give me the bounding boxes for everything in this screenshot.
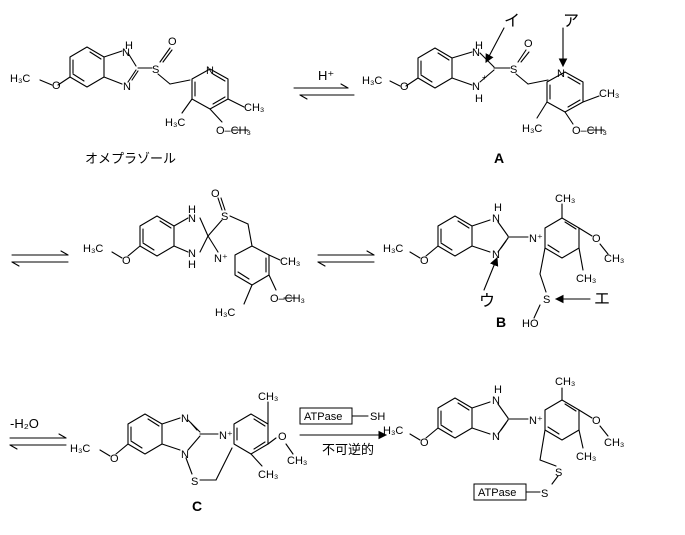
methyl-label: CH₃	[576, 273, 596, 285]
plus-charge: +	[482, 73, 487, 82]
methoxy-label: O–CH₃	[216, 125, 251, 137]
methyl-label: H₃C	[70, 443, 90, 455]
compound-c-structure	[99, 401, 277, 481]
atom-H: H	[475, 93, 483, 105]
methyl-label: CH₃	[555, 193, 575, 205]
atom-H: H	[494, 202, 502, 214]
atom-H: H	[494, 384, 502, 396]
atom-H: H	[475, 40, 483, 52]
atpase-box	[473, 483, 527, 501]
methyl-label: CH₃	[555, 376, 575, 388]
atom-N: N	[472, 81, 480, 93]
methoxy-label: O–CH₃	[572, 125, 607, 137]
atom-O: O	[592, 233, 601, 245]
atom-O: O	[278, 431, 287, 443]
omeprazole-name: オメプラゾール	[85, 152, 176, 167]
atom-S: S	[543, 294, 550, 306]
irreversible-label: 不可逆的	[322, 442, 374, 458]
methyl-label: H₃C	[362, 75, 382, 87]
atom-N: N	[557, 68, 565, 80]
atom-O: O	[122, 255, 131, 267]
atom-O: O	[168, 36, 177, 48]
atom-N: N	[188, 213, 196, 225]
methyl-label: H₃C	[165, 117, 185, 129]
atom-H: H	[125, 40, 133, 52]
atom-N: N	[181, 449, 189, 461]
atom-N: N	[181, 413, 189, 425]
compound-b-structure	[409, 203, 593, 319]
atom-O: O	[110, 453, 119, 465]
atpase-label: ATPase	[478, 487, 516, 499]
atom-O: O	[420, 437, 429, 449]
thiol-label: SH	[370, 411, 385, 423]
atom-S: S	[541, 488, 548, 500]
methyl-label: CH₃	[287, 455, 307, 467]
atom-O: O	[592, 415, 601, 427]
methyl-label: CH₃	[604, 437, 624, 449]
methyl-label: CH₃	[244, 102, 264, 114]
atom-S: S	[221, 211, 228, 223]
atpase-label: ATPase	[304, 411, 342, 423]
compound-c-label: C	[192, 498, 202, 514]
methyl-label: CH₃	[258, 391, 278, 403]
atom-N: N	[492, 213, 500, 225]
methyl-label: CH₃	[604, 253, 624, 265]
equilibrium-arrow	[9, 433, 67, 450]
equilibrium-arrow	[11, 250, 69, 267]
atom-H: H	[188, 204, 196, 216]
atom-O: O	[420, 255, 429, 267]
omeprazole-structure	[39, 46, 249, 131]
atom-O: O	[211, 188, 220, 200]
methyl-label: CH₃	[280, 256, 300, 268]
reagent-minus-h2o: -H₂O	[10, 416, 39, 431]
atom-N-plus: N⁺	[219, 430, 233, 442]
methyl-label: H₃C	[10, 73, 30, 85]
atom-N: N	[492, 431, 500, 443]
atom-N: N	[122, 47, 130, 59]
atom-N-plus: N⁺	[529, 415, 543, 427]
methyl-label: H₃C	[383, 425, 403, 437]
atom-H: H	[188, 259, 196, 271]
atom-N: N	[472, 47, 480, 59]
atom-S: S	[510, 64, 517, 76]
atom-N: N	[188, 248, 196, 260]
methyl-label: CH₃	[258, 469, 278, 481]
atom-N-plus: N⁺	[214, 253, 228, 265]
atom-O: O	[524, 38, 533, 50]
methyl-label: H₃C	[522, 123, 542, 135]
compound-a-structure	[389, 47, 605, 131]
compound-b-label: B	[496, 314, 506, 330]
marker-a: ア	[563, 11, 579, 30]
equilibrium-arrow	[293, 83, 355, 100]
atom-O: O	[52, 80, 61, 92]
atom-S: S	[555, 467, 562, 479]
spiro-intermediate-structure	[111, 197, 297, 305]
marker-i: イ	[504, 11, 520, 30]
marker-e: エ	[594, 289, 610, 308]
atom-O: O	[400, 81, 409, 93]
atom-N: N	[492, 395, 500, 407]
atpase-adduct-structure	[409, 387, 593, 493]
atom-N: N	[492, 249, 500, 261]
atom-S: S	[191, 476, 198, 488]
atom-S: S	[152, 64, 159, 76]
compound-a-label: A	[494, 150, 504, 166]
methoxy-label: O–CH₃	[270, 293, 305, 305]
methyl-label: CH₃	[599, 88, 619, 100]
equilibrium-arrow	[317, 250, 375, 267]
methyl-label: H₃C	[83, 243, 103, 255]
methyl-label: H₃C	[383, 243, 403, 255]
marker-u: ウ	[479, 291, 495, 310]
methyl-label: H₃C	[215, 307, 235, 319]
atom-N-plus: N⁺	[529, 233, 543, 245]
atom-N: N	[206, 65, 214, 77]
hydroxy-label: HO	[522, 318, 539, 330]
atom-N: N	[123, 81, 131, 93]
methyl-label: CH₃	[576, 451, 596, 463]
reagent-h-plus: H⁺	[318, 68, 334, 83]
